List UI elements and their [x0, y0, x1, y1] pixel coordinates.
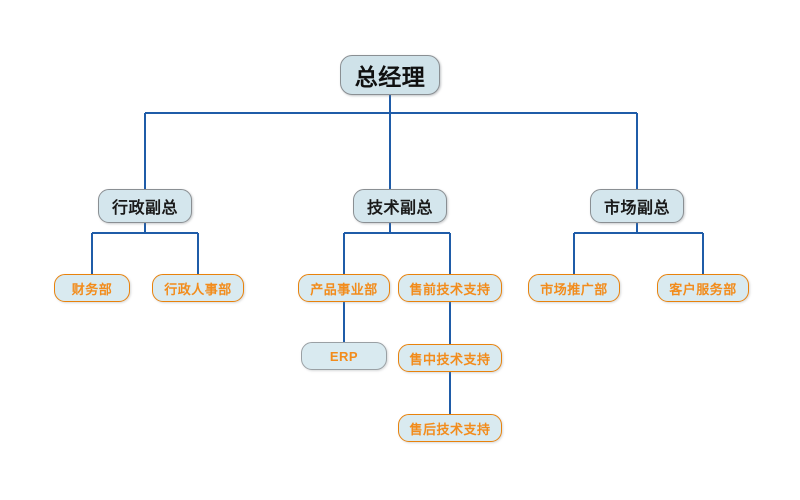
node-customer-service-department[interactable]: 客户服务部 [657, 274, 749, 302]
node-vp-administration[interactable]: 行政副总 [98, 189, 192, 223]
node-product-division[interactable]: 产品事业部 [298, 274, 390, 302]
node-label-finance-department: 财务部 [71, 281, 113, 297]
node-label-vp-technology: 技术副总 [366, 200, 433, 217]
node-vp-technology[interactable]: 技术副总 [353, 189, 447, 223]
node-finance-department[interactable]: 财务部 [54, 274, 130, 302]
node-vp-marketing[interactable]: 市场副总 [590, 189, 684, 223]
node-label-aftersales-tech-support: 售后技术支持 [409, 421, 491, 437]
node-aftersales-tech-support[interactable]: 售后技术支持 [398, 414, 502, 442]
node-label-presales-tech-support: 售前技术支持 [409, 281, 491, 297]
node-label-vp-administration: 行政副总 [111, 200, 178, 217]
node-label-product-division: 产品事业部 [310, 281, 378, 297]
node-label-general-manager: 总经理 [354, 64, 426, 90]
node-admin-hr-department[interactable]: 行政人事部 [152, 274, 244, 302]
node-market-promotion-department[interactable]: 市场推广部 [528, 274, 620, 302]
node-presales-tech-support[interactable]: 售前技术支持 [398, 274, 502, 302]
node-label-vp-marketing: 市场副总 [603, 200, 670, 217]
node-general-manager[interactable]: 总经理 [340, 55, 440, 95]
node-insales-tech-support[interactable]: 售中技术支持 [398, 344, 502, 372]
node-erp[interactable]: ERP [301, 342, 387, 370]
node-label-market-promotion-department: 市场推广部 [540, 281, 608, 297]
node-label-insales-tech-support: 售中技术支持 [409, 351, 491, 367]
node-label-erp: ERP [329, 348, 359, 364]
node-label-admin-hr-department: 行政人事部 [164, 281, 232, 297]
node-label-customer-service-department: 客户服务部 [669, 281, 737, 297]
